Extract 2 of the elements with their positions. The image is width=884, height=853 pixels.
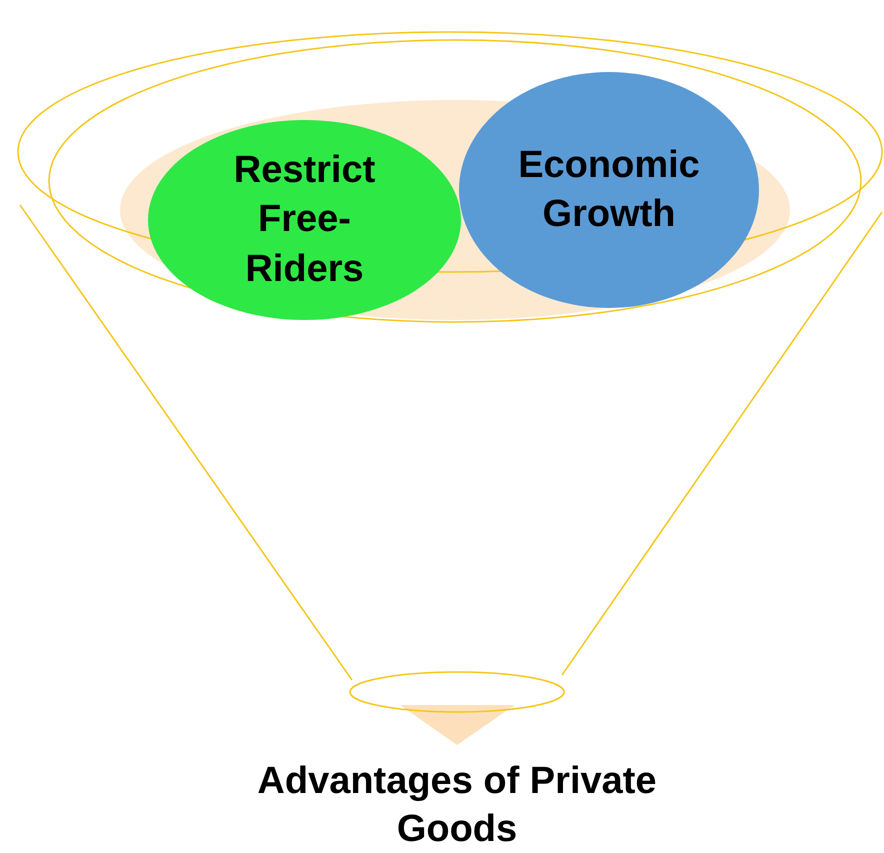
ellipse-node: Economic Growth xyxy=(459,72,759,308)
funnel-title: Advantages of Private Goods xyxy=(256,759,658,852)
